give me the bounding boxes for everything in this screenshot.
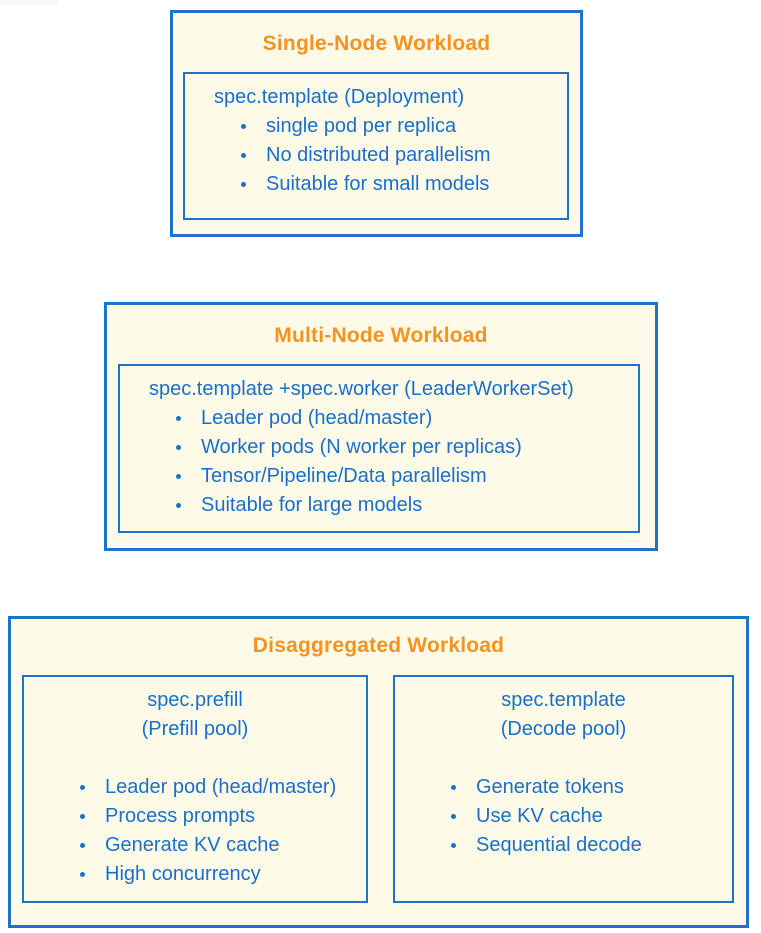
- single-node-bullet-list: single pod per replica No distributed pa…: [185, 112, 567, 199]
- multi-node-bullet-list: Leader pod (head/master) Worker pods (N …: [120, 404, 638, 520]
- bullet-item: Suitable for small models: [185, 170, 567, 199]
- single-node-workload-title: Single-Node Workload: [262, 32, 491, 55]
- bullet-item: Leader pod (head/master): [120, 404, 638, 433]
- disaggregated-workload-title: Disaggregated Workload: [252, 634, 505, 657]
- decode-spec-header: spec.template: [501, 689, 626, 711]
- bullet-item: Leader pod (head/master): [24, 773, 366, 802]
- multi-node-workload-title: Multi-Node Workload: [274, 324, 488, 347]
- decode-pool-label: (Decode pool): [500, 718, 627, 740]
- bullet-item: single pod per replica: [185, 112, 567, 141]
- bullet-item: High concurrency: [24, 860, 366, 889]
- screen-artifact: [0, 0, 58, 5]
- bullet-item: Process prompts: [24, 802, 366, 831]
- bullet-item: Worker pods (N worker per replicas): [120, 433, 638, 462]
- prefill-bullet-list: Leader pod (head/master) Process prompts…: [24, 773, 366, 889]
- prefill-pool-label: (Prefill pool): [141, 718, 249, 740]
- bullet-item: No distributed parallelism: [185, 141, 567, 170]
- decode-bullet-list: Generate tokens Use KV cache Sequential …: [395, 773, 732, 860]
- bullet-item: Suitable for large models: [120, 491, 638, 520]
- multi-node-spec-header: spec.template +spec.worker (LeaderWorker…: [149, 378, 574, 400]
- bullet-item: Generate tokens: [395, 773, 732, 802]
- bullet-item: Use KV cache: [395, 802, 732, 831]
- multi-node-spec-box: spec.template +spec.worker (LeaderWorker…: [118, 364, 640, 533]
- spacer: [395, 744, 732, 773]
- bullet-item: Sequential decode: [395, 831, 732, 860]
- decode-pool-box: spec.template (Decode pool) Generate tok…: [393, 675, 734, 903]
- single-node-spec-box: spec.template (Deployment) single pod pe…: [183, 72, 569, 220]
- prefill-pool-box: spec.prefill (Prefill pool) Leader pod (…: [22, 675, 368, 903]
- single-node-spec-header: spec.template (Deployment): [214, 86, 465, 108]
- spacer: [24, 744, 366, 773]
- bullet-item: Tensor/Pipeline/Data parallelism: [120, 462, 638, 491]
- prefill-spec-header: spec.prefill: [147, 689, 243, 711]
- bullet-item: Generate KV cache: [24, 831, 366, 860]
